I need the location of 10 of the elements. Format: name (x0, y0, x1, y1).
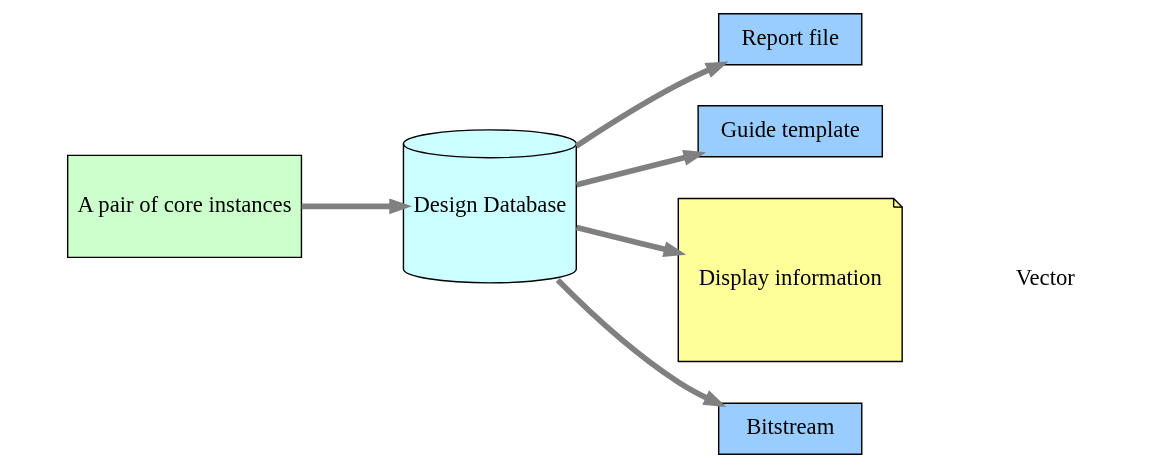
arrow (555, 277, 726, 408)
node-box: Report file (717, 13, 862, 66)
label: Vector (1015, 265, 1075, 291)
arrow (575, 150, 706, 188)
arrow (574, 61, 729, 149)
arrow (301, 198, 412, 215)
node-box: Bitstream (717, 402, 862, 455)
node-box: Guide template (696, 105, 883, 158)
node-box: A pair of core instances (66, 154, 302, 259)
arrow (575, 224, 686, 257)
